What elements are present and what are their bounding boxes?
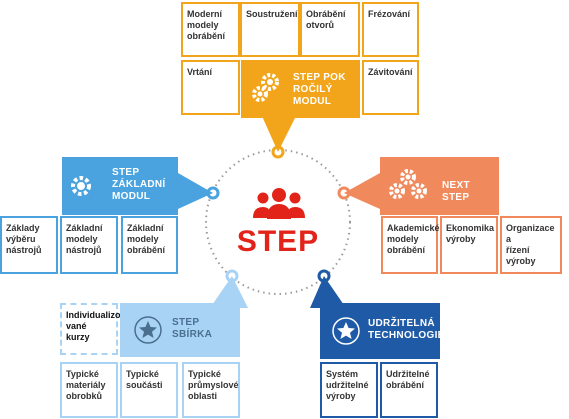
module-zakladni-title-3: MODUL — [112, 191, 151, 202]
pointer-left — [178, 173, 213, 209]
item-frezovani: Frézování — [362, 2, 419, 57]
pointer-right — [344, 173, 380, 209]
pointer-top — [262, 116, 296, 152]
module-sbirka: STEP SBÍRKA — [120, 303, 240, 357]
item-zavitovani: Závitování — [362, 60, 419, 115]
item-individualizovane-kurzy: Individualizo-vané kurzy — [60, 303, 124, 355]
gears-icon — [389, 169, 427, 199]
module-pokrocily: STEP POK ROČILÝ MODUL — [241, 60, 360, 118]
module-pokrocily-title-3: MODUL — [293, 96, 332, 107]
module-zakladni-title-1: STEP — [112, 167, 140, 178]
module-zakladni-title-2: ZÁKLADNÍ — [112, 179, 166, 190]
module-next-step-title: NEXT STEP — [442, 180, 470, 203]
item-soustruzeni: Soustružení — [240, 2, 300, 57]
module-pokrocily-title-1: STEP POK — [293, 72, 346, 83]
gears-icon — [252, 73, 279, 102]
gear-icon — [71, 176, 91, 196]
center-hub: STEP — [232, 186, 324, 266]
module-zakladni: STEP ZÁKLADNÍ MODUL — [62, 157, 178, 215]
module-sbirka-title-2: SBÍRKA — [172, 329, 213, 340]
center-title: STEP — [236, 225, 320, 258]
module-next-step: NEXT STEP — [380, 157, 499, 215]
module-pokrocily-title-2: ROČILÝ — [293, 84, 333, 95]
star-icon — [332, 317, 360, 345]
people-icon — [253, 188, 305, 219]
module-udrzitelna: UDRŽITELNÁ TECHNOLOGIE — [320, 303, 444, 359]
star-icon — [134, 316, 162, 344]
module-udrzitelna-title-1: UDRŽITELNÁ — [368, 318, 435, 329]
module-sbirka-title-1: STEP — [172, 317, 200, 328]
module-udrzitelna-title-2: TECHNOLOGIE — [368, 330, 445, 341]
item-vrtani: Vrtání — [181, 60, 240, 115]
pointer-bottom-right — [310, 276, 346, 308]
pointer-bottom-left — [210, 276, 248, 308]
